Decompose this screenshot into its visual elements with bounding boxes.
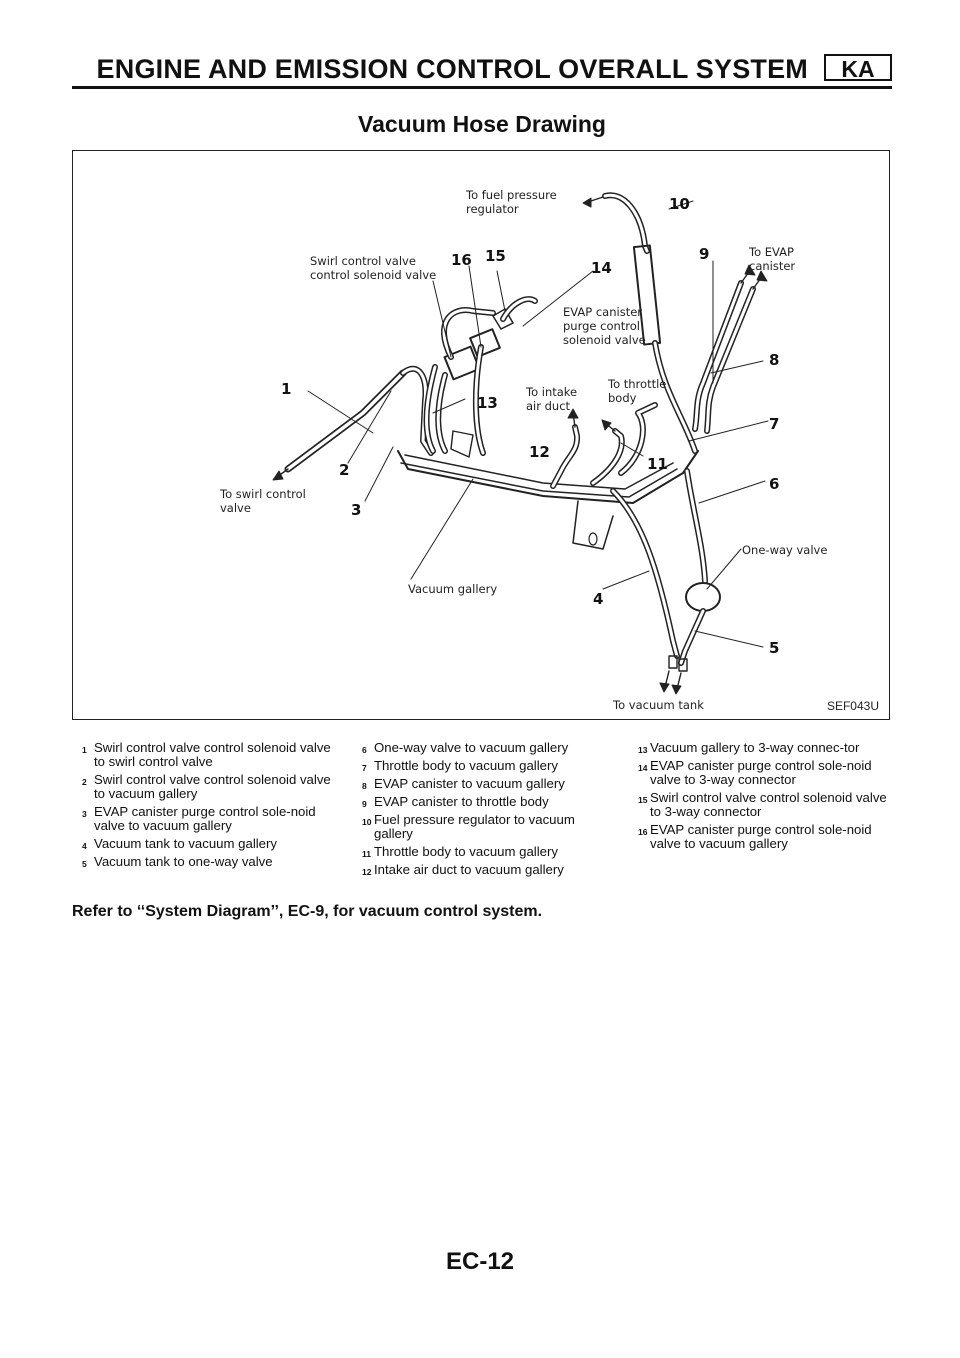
marker-16: 16 — [451, 251, 472, 269]
marker-12: 12 — [529, 443, 550, 461]
evap-solenoid-body — [469, 328, 501, 358]
label-to-vacuum-tank: To vacuum tank — [613, 698, 704, 712]
hose-4 — [610, 488, 680, 659]
marker-7: 7 — [769, 415, 780, 433]
header-rule — [72, 86, 892, 89]
marker-13: 13 — [477, 394, 498, 412]
marker-15: 15 — [485, 247, 506, 265]
label-fuel-pressure-regulator: To fuel pressure regulator — [466, 188, 557, 216]
marker-3: 3 — [351, 501, 362, 519]
page-header: ENGINE AND EMISSION CONTROL OVERALL SYST… — [72, 52, 892, 89]
marker-11: 11 — [647, 455, 668, 473]
marker-4: 4 — [593, 590, 604, 608]
label-one-way-valve: One-way valve — [742, 543, 828, 557]
label-to-intake-air-duct: To intake air duct — [526, 385, 578, 413]
marker-8: 8 — [769, 351, 780, 369]
label-to-swirl-control-valve: To swirl control valve — [220, 487, 306, 515]
header-title: ENGINE AND EMISSION CONTROL OVERALL SYST… — [96, 54, 808, 84]
vacuum-hose-illustration — [272, 192, 769, 695]
reference-note: Refer to ‘‘System Diagram’’, EC-9, for v… — [72, 903, 543, 920]
marker-1: 1 — [281, 380, 292, 398]
marker-14: 14 — [591, 259, 612, 277]
vacuum-hose-figure: To fuel pressure regulator Swirl control… — [72, 150, 890, 720]
label-evap-purge-solenoid: EVAP canister purge control solenoid val… — [563, 305, 646, 347]
marker-2: 2 — [339, 461, 350, 479]
marker-9: 9 — [699, 245, 710, 263]
label-to-evap-canister: To EVAP canister — [749, 245, 796, 273]
page-number: EC-12 — [445, 1248, 515, 1275]
engine-code-badge: KA — [824, 54, 892, 82]
label-vacuum-gallery: Vacuum gallery — [408, 582, 498, 596]
label-to-throttle-body: To throttle body — [608, 377, 667, 405]
marker-5: 5 — [769, 639, 780, 657]
one-way-valve-body — [685, 582, 721, 612]
label-swirl-solenoid-valve: Swirl control valve control solenoid val… — [310, 254, 437, 282]
section-title: Vacuum Hose Drawing — [358, 111, 606, 137]
swirl-solenoid-body — [443, 345, 481, 381]
marker-6: 6 — [769, 475, 780, 493]
figure-id: SEF043U — [826, 699, 879, 713]
marker-10: 10 — [669, 195, 690, 213]
